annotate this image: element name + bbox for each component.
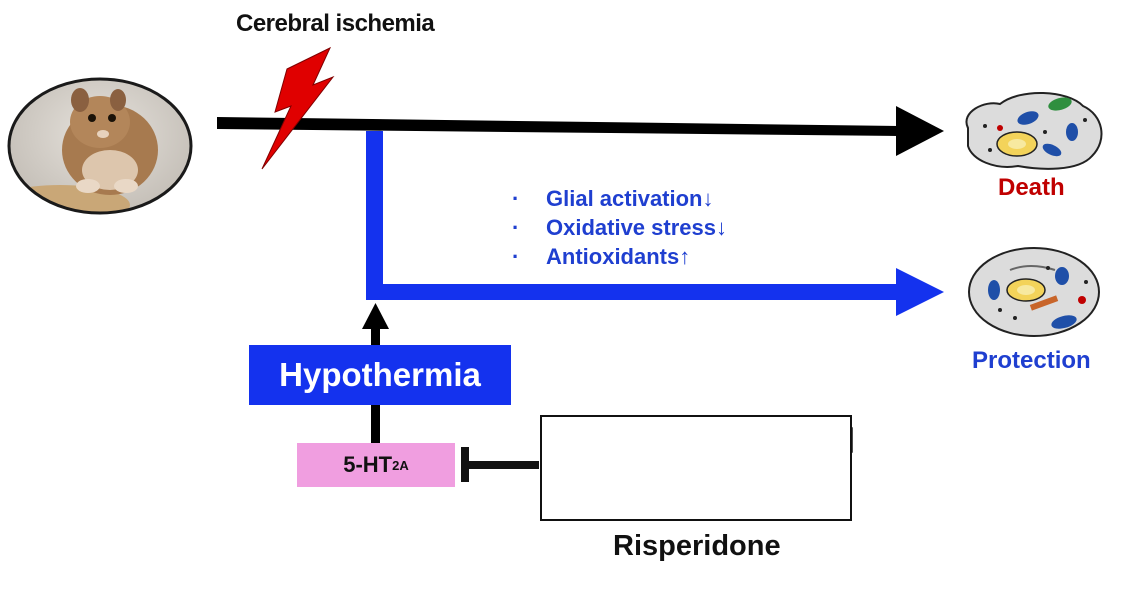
- effect-text: Antioxidants↑: [546, 244, 691, 269]
- inhibition-arrow: [461, 447, 539, 482]
- effect-bullet: ·: [512, 215, 520, 240]
- receptor-subscript: 2A: [392, 457, 409, 473]
- effect-bullet: ·: [512, 244, 520, 269]
- gerbil-photo: [7, 77, 193, 215]
- effect-text: Glial activation↓: [546, 186, 714, 211]
- ischemia-death-arrow: [217, 106, 944, 156]
- dead-cell-icon: [965, 92, 1103, 170]
- effect-bullet: ·: [512, 186, 520, 211]
- protection-label: Protection: [972, 347, 1091, 374]
- hypothermia-box: Hypothermia: [249, 345, 511, 405]
- risperidone-label: Risperidone: [613, 530, 781, 562]
- effect-text: Oxidative stress↓: [546, 215, 727, 240]
- protection-path-arrow: [366, 131, 944, 316]
- effect-item: · Antioxidants↑: [512, 242, 727, 271]
- risperidone-structure-frame: [540, 415, 852, 521]
- protective-effects-list: · Glial activation↓ · Oxidative stress↓ · A…: [512, 184, 727, 271]
- death-label: Death: [998, 174, 1065, 201]
- hypothermia-label: Hypothermia: [279, 356, 481, 393]
- receptor-label: 5-HT: [343, 452, 393, 477]
- lightning-bolt-icon: [261, 46, 335, 170]
- cerebral-ischemia-label: Cerebral ischemia: [236, 10, 435, 37]
- effect-item: · Glial activation↓: [512, 184, 727, 213]
- hypothermia-up-arrow: [362, 303, 389, 347]
- healthy-cell-icon: [968, 247, 1100, 337]
- receptor-to-hypothermia-line: [371, 405, 380, 445]
- effect-item: · Oxidative stress↓: [512, 213, 727, 242]
